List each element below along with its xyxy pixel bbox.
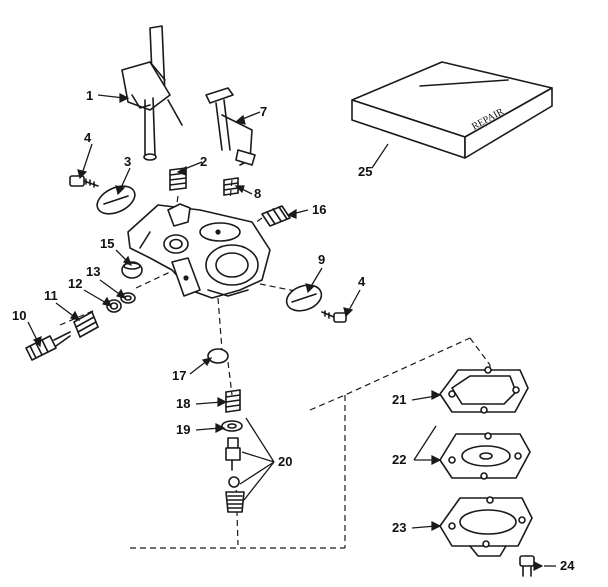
callout-3: 3 xyxy=(124,154,131,169)
callout-20: 20 xyxy=(278,454,292,469)
callout-18: 18 xyxy=(176,396,190,411)
callout-10: 10 xyxy=(12,308,26,323)
callout-16: 16 xyxy=(312,202,326,217)
part-spring-11 xyxy=(73,311,99,338)
callout-21: 21 xyxy=(392,392,406,407)
callout-23: 23 xyxy=(392,520,406,535)
callout-19: 19 xyxy=(176,422,190,437)
callout-8: 8 xyxy=(254,186,261,201)
callout-25: 25 xyxy=(358,164,372,179)
part-screw-24 xyxy=(519,555,544,577)
part-plug-17 xyxy=(207,348,229,364)
leader-lines xyxy=(27,93,556,567)
callout-4-right: 4 xyxy=(358,274,366,289)
part-spring-8 xyxy=(223,177,239,196)
part-throttle-plate xyxy=(96,185,136,215)
callout-22: 22 xyxy=(392,452,406,467)
assembly-lines xyxy=(59,179,491,549)
part-plug-15 xyxy=(121,261,143,279)
part-choke-shaft xyxy=(205,87,256,166)
callout-4-left: 4 xyxy=(84,130,92,145)
part-gasket-21 xyxy=(439,366,529,414)
callout-1: 1 xyxy=(86,88,93,103)
callout-12: 12 xyxy=(68,276,82,291)
callout-11: 11 xyxy=(44,288,58,303)
part-throttle-shaft xyxy=(121,25,183,161)
part-diaphragm-22 xyxy=(439,432,531,480)
part-screw-4-right xyxy=(321,310,347,323)
part-spring-2 xyxy=(169,167,187,191)
part-repair-kit: REPAIR xyxy=(351,61,553,159)
part-oring-12 xyxy=(106,299,122,313)
callout-17: 17 xyxy=(172,368,186,383)
part-main-jet-20 xyxy=(225,437,245,513)
callout-labels: 1 2 3 4 4 7 8 9 10 11 12 13 15 16 17 18 … xyxy=(12,88,575,573)
callout-13: 13 xyxy=(86,264,100,279)
part-washer-19 xyxy=(221,420,243,432)
callout-9: 9 xyxy=(318,252,325,267)
callout-2: 2 xyxy=(200,154,207,169)
part-needle-10 xyxy=(25,331,71,361)
part-carburetor-body xyxy=(127,203,271,299)
part-screw-4-left xyxy=(69,175,99,188)
callout-24: 24 xyxy=(560,558,575,573)
part-spring-18 xyxy=(225,389,241,413)
part-cover-23 xyxy=(439,496,533,557)
callout-15: 15 xyxy=(100,236,114,251)
part-choke-plate xyxy=(285,284,323,312)
callout-7: 7 xyxy=(260,104,267,119)
part-fitting-16 xyxy=(261,205,291,227)
